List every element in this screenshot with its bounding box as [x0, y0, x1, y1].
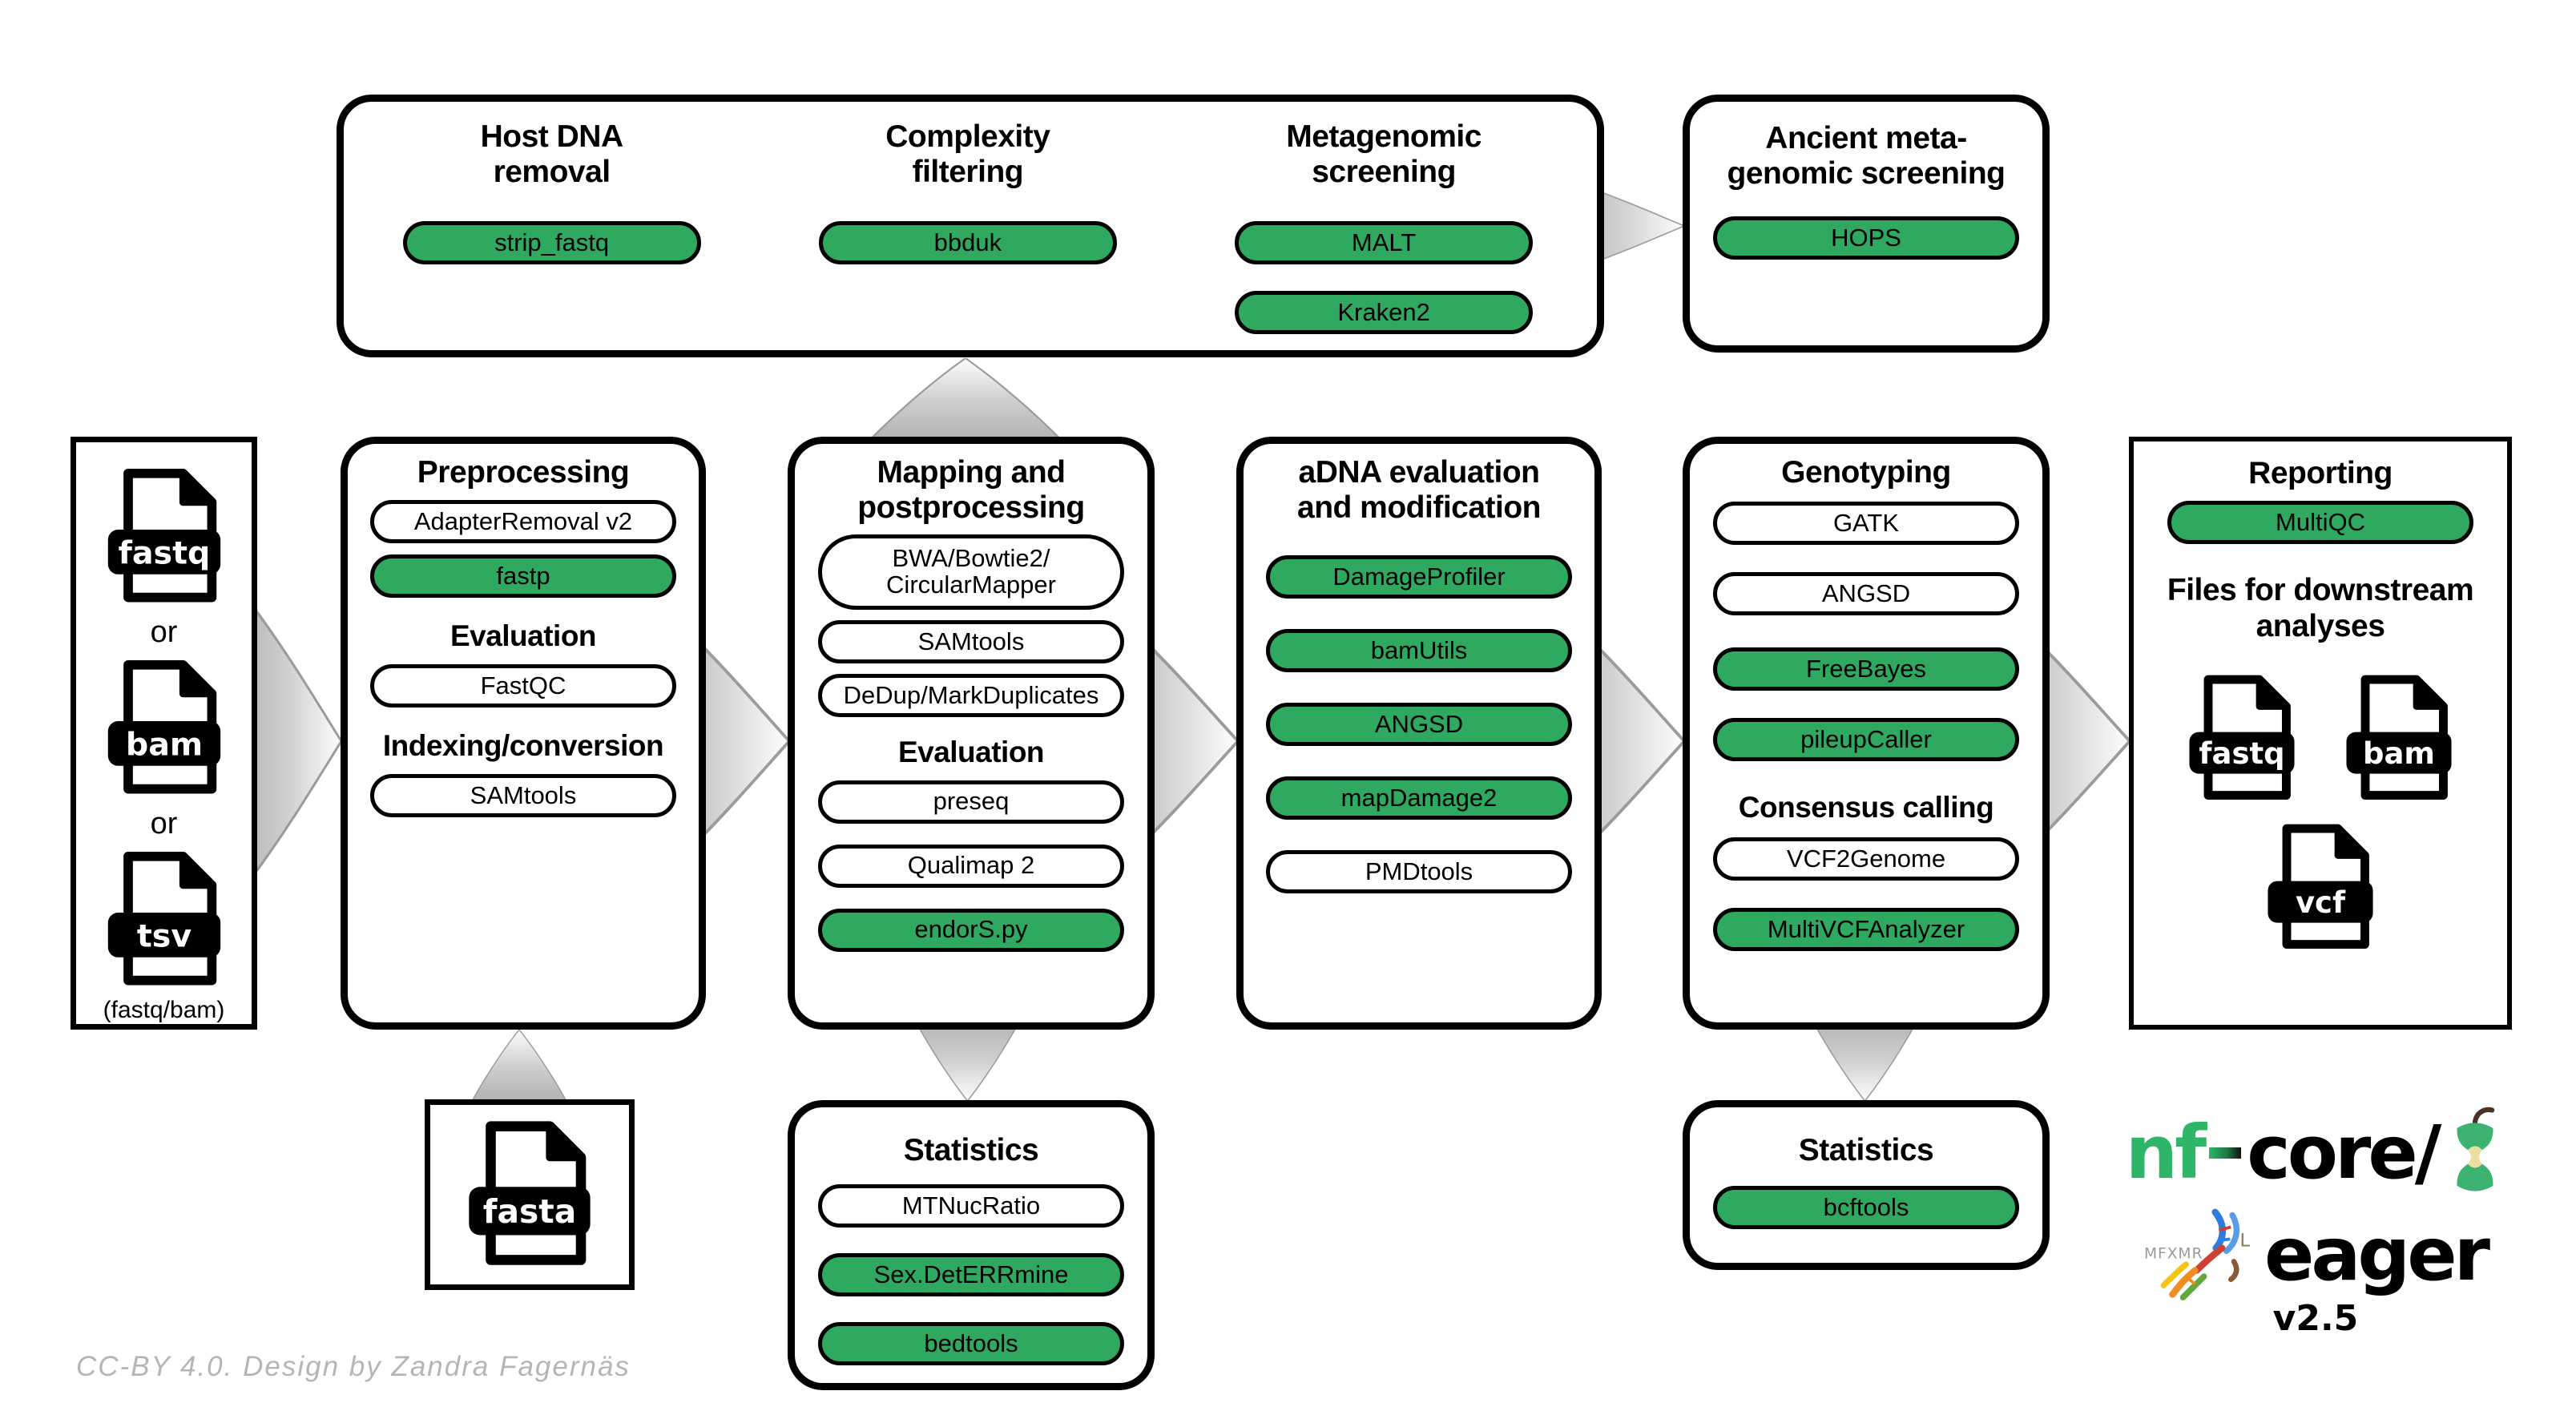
- bam-file-icon: bam: [107, 659, 220, 794]
- svg-text:fasta: fasta: [483, 1192, 576, 1231]
- metagenomic-screening-heading: Metagenomic screening: [1286, 119, 1482, 190]
- bam-file-icon: bam: [2346, 675, 2452, 800]
- mapping-title: Mapping and postprocessing: [857, 455, 1085, 526]
- ancient-metagenomic-heading: Ancient meta- genomic screening: [1727, 121, 2006, 192]
- pill-angsd-adna: ANGSD: [1266, 702, 1572, 746]
- statistics-mapping-box: Statistics MTNucRatio Sex.DetERRmine bed…: [788, 1100, 1155, 1390]
- evaluation-subhead: Evaluation: [897, 735, 1045, 768]
- preprocessing-title: Preprocessing: [417, 455, 630, 490]
- pill-qualimap2: Qualimap 2: [818, 844, 1124, 888]
- consensus-calling-subhead: Consensus calling: [1738, 791, 1994, 824]
- mapping-box: Mapping and postprocessing BWA/Bowtie2/ …: [788, 437, 1155, 1030]
- pill-preseq: preseq: [818, 780, 1124, 824]
- dna-helix-icon: MFXMR L: [2144, 1208, 2250, 1300]
- pill-gatk: GATK: [1713, 502, 2019, 546]
- pill-fastqc: FastQC: [370, 664, 676, 708]
- pill-strip-fastq: strip_fastq: [402, 220, 701, 264]
- fastq-file-icon: fastq: [2189, 675, 2295, 800]
- pill-multiqc: MultiQC: [2167, 501, 2473, 545]
- pill-kraken2: Kraken2: [1235, 290, 1534, 334]
- pill-hops: HOPS: [1713, 216, 2019, 260]
- logo-eager: eager: [2264, 1211, 2490, 1297]
- logo-line1: nf core/: [2107, 1107, 2524, 1195]
- indexing-conversion-subhead: Indexing/conversion: [382, 729, 664, 763]
- svg-text:MFXMR: MFXMR: [2144, 1246, 2203, 1263]
- logo-hyphen: [2209, 1147, 2242, 1159]
- adna-evaluation-box: aDNA evaluation and modification DamageP…: [1236, 437, 1602, 1030]
- pill-endors: endorS.py: [818, 908, 1124, 952]
- host-dna-removal-section: Host DNA removal strip_fastq: [344, 119, 760, 264]
- pill-adapterremoval: AdapterRemoval v2: [370, 500, 676, 544]
- pill-malt: MALT: [1235, 220, 1534, 264]
- screening-box: Host DNA removal strip_fastq Complexity …: [337, 95, 1604, 357]
- pill-pmdtools: PMDtools: [1266, 849, 1572, 893]
- statistics-title: Statistics: [903, 1133, 1039, 1167]
- logo-core: core/: [2247, 1110, 2441, 1195]
- input-files-box: fastq or bam or tsv (fastq/bam): [71, 437, 257, 1030]
- pill-mtnucratio: MTNucRatio: [818, 1184, 1124, 1228]
- pill-damageprofiler: DamageProfiler: [1266, 554, 1572, 599]
- pill-angsd-genotyping: ANGSD: [1713, 572, 2019, 616]
- svg-text:L: L: [2239, 1231, 2250, 1252]
- or-label: or: [150, 615, 178, 649]
- apple-core-icon: [2457, 1107, 2495, 1191]
- logo-version-row: v2.5: [2107, 1298, 2524, 1339]
- pill-freebayes: FreeBayes: [1713, 647, 2019, 691]
- complexity-filtering-heading: Complexity filtering: [885, 119, 1050, 190]
- credit-text: CC-BY 4.0. Design by Zandra Fagernäs: [76, 1351, 631, 1382]
- metagenomic-screening-section: Metagenomic screening MALT Kraken2: [1175, 119, 1591, 334]
- evaluation-subhead: Evaluation: [449, 619, 597, 653]
- complexity-filtering-section: Complexity filtering bbduk: [760, 119, 1175, 264]
- genotyping-title: Genotyping: [1781, 455, 1951, 490]
- svg-text:tsv: tsv: [136, 917, 191, 954]
- pill-multivcfanalyzer: MultiVCFAnalyzer: [1713, 908, 2019, 952]
- pill-bcftools: bcftools: [1713, 1186, 2019, 1230]
- pill-samtools-preprocessing: SAMtools: [370, 773, 676, 817]
- statistics-genotyping-box: Statistics bcftools: [1683, 1100, 2050, 1270]
- files-downstream-heading: Files for downstream analyses: [2167, 573, 2474, 643]
- pill-sexdeterrmine: Sex.DetERRmine: [818, 1253, 1124, 1297]
- tsv-file-icon: tsv: [107, 851, 220, 986]
- fasta-file-icon: fasta: [469, 1121, 591, 1265]
- output-files-row: fastq bam: [2181, 671, 2460, 806]
- ancient-metagenomic-screening-box: Ancient meta- genomic screening HOPS: [1683, 95, 2050, 353]
- input-format-note: (fastq/bam): [103, 997, 225, 1023]
- pill-bwa-bowtie2-circularmapper: BWA/Bowtie2/ CircularMapper: [818, 534, 1124, 610]
- reporting-box: Reporting MultiQC Files for downstream a…: [2129, 437, 2512, 1030]
- logo-nf: nf: [2125, 1110, 2207, 1195]
- pill-vcf2genome: VCF2Genome: [1713, 837, 2019, 881]
- pill-dedup-markduplicates: DeDup/MarkDuplicates: [818, 673, 1124, 717]
- logo-line2: MFXMR L eager: [2107, 1195, 2524, 1314]
- pill-bamutils: bamUtils: [1266, 628, 1572, 672]
- vcf-file-icon: vcf: [2268, 824, 2373, 949]
- pill-bbduk: bbduk: [818, 220, 1117, 264]
- svg-text:bam: bam: [125, 726, 202, 763]
- svg-text:vcf: vcf: [2296, 885, 2346, 920]
- adna-title: aDNA evaluation and modification: [1297, 455, 1542, 526]
- svg-text:fastq: fastq: [118, 534, 210, 571]
- preprocessing-box: Preprocessing AdapterRemoval v2 fastp Ev…: [341, 437, 706, 1030]
- svg-text:fastq: fastq: [2199, 736, 2284, 771]
- pill-pileupcaller: pileupCaller: [1713, 718, 2019, 762]
- logo-version: v2.5: [2272, 1298, 2359, 1339]
- fasta-reference-box: fasta: [425, 1099, 635, 1290]
- reporting-title: Reporting: [2248, 456, 2393, 490]
- genotyping-box: Genotyping GATK ANGSD FreeBayes pileupCa…: [1683, 437, 2050, 1030]
- pill-samtools-mapping: SAMtools: [818, 619, 1124, 663]
- or-label: or: [150, 807, 178, 841]
- pill-bedtools: bedtools: [818, 1322, 1124, 1366]
- fastq-file-icon: fastq: [107, 468, 220, 603]
- svg-text:bam: bam: [2363, 736, 2435, 771]
- pill-mapdamage2: mapDamage2: [1266, 776, 1572, 820]
- pill-fastp: fastp: [370, 554, 676, 599]
- statistics-title: Statistics: [1798, 1133, 1934, 1167]
- host-dna-removal-heading: Host DNA removal: [480, 119, 624, 190]
